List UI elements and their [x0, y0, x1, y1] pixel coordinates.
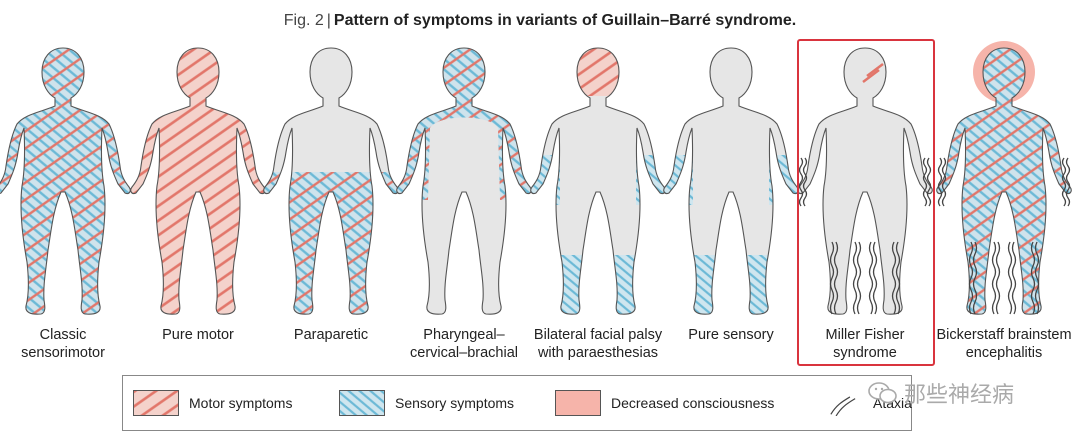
ataxia-arm-lines [1061, 157, 1067, 207]
symptom-region [862, 63, 884, 83]
legend-consciousness: Decreased consciousness [555, 376, 774, 430]
variant-label-line2: syndrome [833, 345, 897, 361]
ataxia-leg-lines [968, 241, 974, 315]
body-figure-6 [663, 47, 799, 315]
variant-label-line1: Pharyngeal– [423, 327, 505, 343]
variant-label-line2: cervical–brachial [410, 345, 518, 361]
feet-sensory [530, 255, 666, 315]
body-outline [530, 47, 666, 315]
ataxia-arm-lines [937, 157, 943, 207]
variant-label-6: Pure sensory [656, 326, 806, 344]
symptom-region [130, 48, 266, 315]
legend-motor: Motor symptoms [133, 376, 292, 430]
ataxia-arm-lines [926, 157, 932, 207]
variant-label-line1: Paraparetic [293, 327, 369, 343]
ataxia-leg-lines [895, 241, 901, 315]
motor-region [263, 172, 399, 315]
body-figure-1 [0, 47, 131, 315]
variant-label-line1: Miller Fisher [825, 327, 905, 343]
legend-consciousness-label: Decreased consciousness [611, 395, 775, 411]
motor-swatch-icon [133, 390, 179, 416]
body-outline [130, 47, 266, 315]
symptom-region [0, 48, 131, 315]
ataxia-leg-lines [852, 241, 858, 315]
consciousness-swatch-icon [555, 390, 601, 416]
title-separator: | [326, 12, 331, 29]
variant-label-1: Classic sensorimotor [0, 326, 138, 362]
symptom-region [936, 48, 1072, 315]
ophthalmoplegia-mark [862, 69, 880, 83]
miller-fisher-highlight-box [797, 39, 935, 366]
ataxia-leg-lines [891, 241, 897, 315]
motor-region [936, 48, 1072, 315]
body-figure-8 [936, 41, 1072, 315]
variant-label-line2: sensorimotor [21, 345, 105, 361]
legend-sensory-label: Sensory symptoms [395, 395, 515, 411]
ataxia-arm-lines [922, 157, 928, 207]
feet-sensory [663, 255, 799, 315]
body-silhouette [797, 48, 933, 315]
motor-region [0, 48, 131, 315]
ataxia-leg-lines [829, 241, 835, 315]
watermark-text: 那些神经病 [904, 383, 1015, 408]
ataxia-leg-lines [833, 241, 839, 315]
body-outline [0, 47, 131, 315]
ataxia-leg-lines [1011, 241, 1017, 315]
ataxia-leg-lines [1030, 241, 1036, 315]
variant-label-2: Pure motor [123, 326, 273, 344]
body-silhouette [530, 48, 666, 315]
legend-motor-label: Motor symptoms [189, 395, 293, 411]
body-figure-4 [396, 47, 532, 315]
legend-sensory: Sensory symptoms [339, 376, 514, 430]
variant-label-line1: Pure motor [162, 327, 234, 343]
ataxia-arm-lines [798, 157, 804, 207]
body-silhouette [396, 48, 532, 315]
variant-label-7: Miller Fisher syndrome [790, 326, 940, 362]
ataxia-arm-lines [941, 157, 947, 207]
sensory-region [263, 172, 399, 315]
ataxia-leg-lines [995, 241, 1001, 315]
ataxia-leg-lines [868, 241, 874, 315]
ataxia-arm-lines [1065, 157, 1071, 207]
motor-region [130, 48, 266, 315]
variant-label-line1: Bilateral facial palsy [533, 327, 663, 343]
ataxia-wavy-lines-icon [830, 396, 856, 416]
variant-label-line2: encephalitis [965, 345, 1043, 361]
variant-label-8: Bickerstaff brainstem encephalitis [929, 326, 1079, 362]
variant-label-3: Paraparetic [256, 326, 406, 344]
figure-title: Fig. 2|Pattern of symptoms in variants o… [0, 12, 1080, 30]
ataxia-arm-lines [802, 157, 808, 207]
body-figure-5 [530, 47, 666, 315]
body-figure-2 [130, 47, 266, 315]
variant-label-5: Bilateral facial palsy with paraesthesias [523, 326, 673, 362]
body-figure-3 [263, 47, 399, 315]
body-outline [263, 47, 399, 315]
left-hand-sensory [530, 155, 560, 205]
ataxia-leg-lines [856, 241, 862, 315]
wechat-logo-icon [868, 382, 897, 404]
variant-label-4: Pharyngeal– cervical–brachial [389, 326, 539, 362]
ataxia-leg-lines [991, 241, 997, 315]
figure-caption: Pattern of symptoms in variants of Guill… [333, 12, 797, 29]
ataxia-leg-lines [872, 241, 878, 315]
watermark: 那些神经病 [868, 377, 1014, 409]
variant-label-line2: with paraesthesias [537, 345, 659, 361]
sensory-swatch-icon [339, 390, 385, 416]
ataxia-leg-lines [1007, 241, 1013, 315]
variant-label-line1: Classic [39, 327, 87, 343]
symptom-region [263, 172, 399, 315]
body-outline [396, 47, 532, 315]
variant-label-line1: Pure sensory [688, 327, 774, 343]
legend: Motor symptoms Sensory symptoms Decrease… [122, 375, 912, 431]
figure-number: Fig. 2 [283, 12, 324, 29]
variant-label-line1: Bickerstaff brainstem [936, 327, 1072, 343]
ataxia-leg-lines [972, 241, 978, 315]
ataxia-leg-lines [1034, 241, 1040, 315]
ophthalmoplegia-mark [866, 63, 884, 77]
body-silhouette [663, 48, 799, 315]
